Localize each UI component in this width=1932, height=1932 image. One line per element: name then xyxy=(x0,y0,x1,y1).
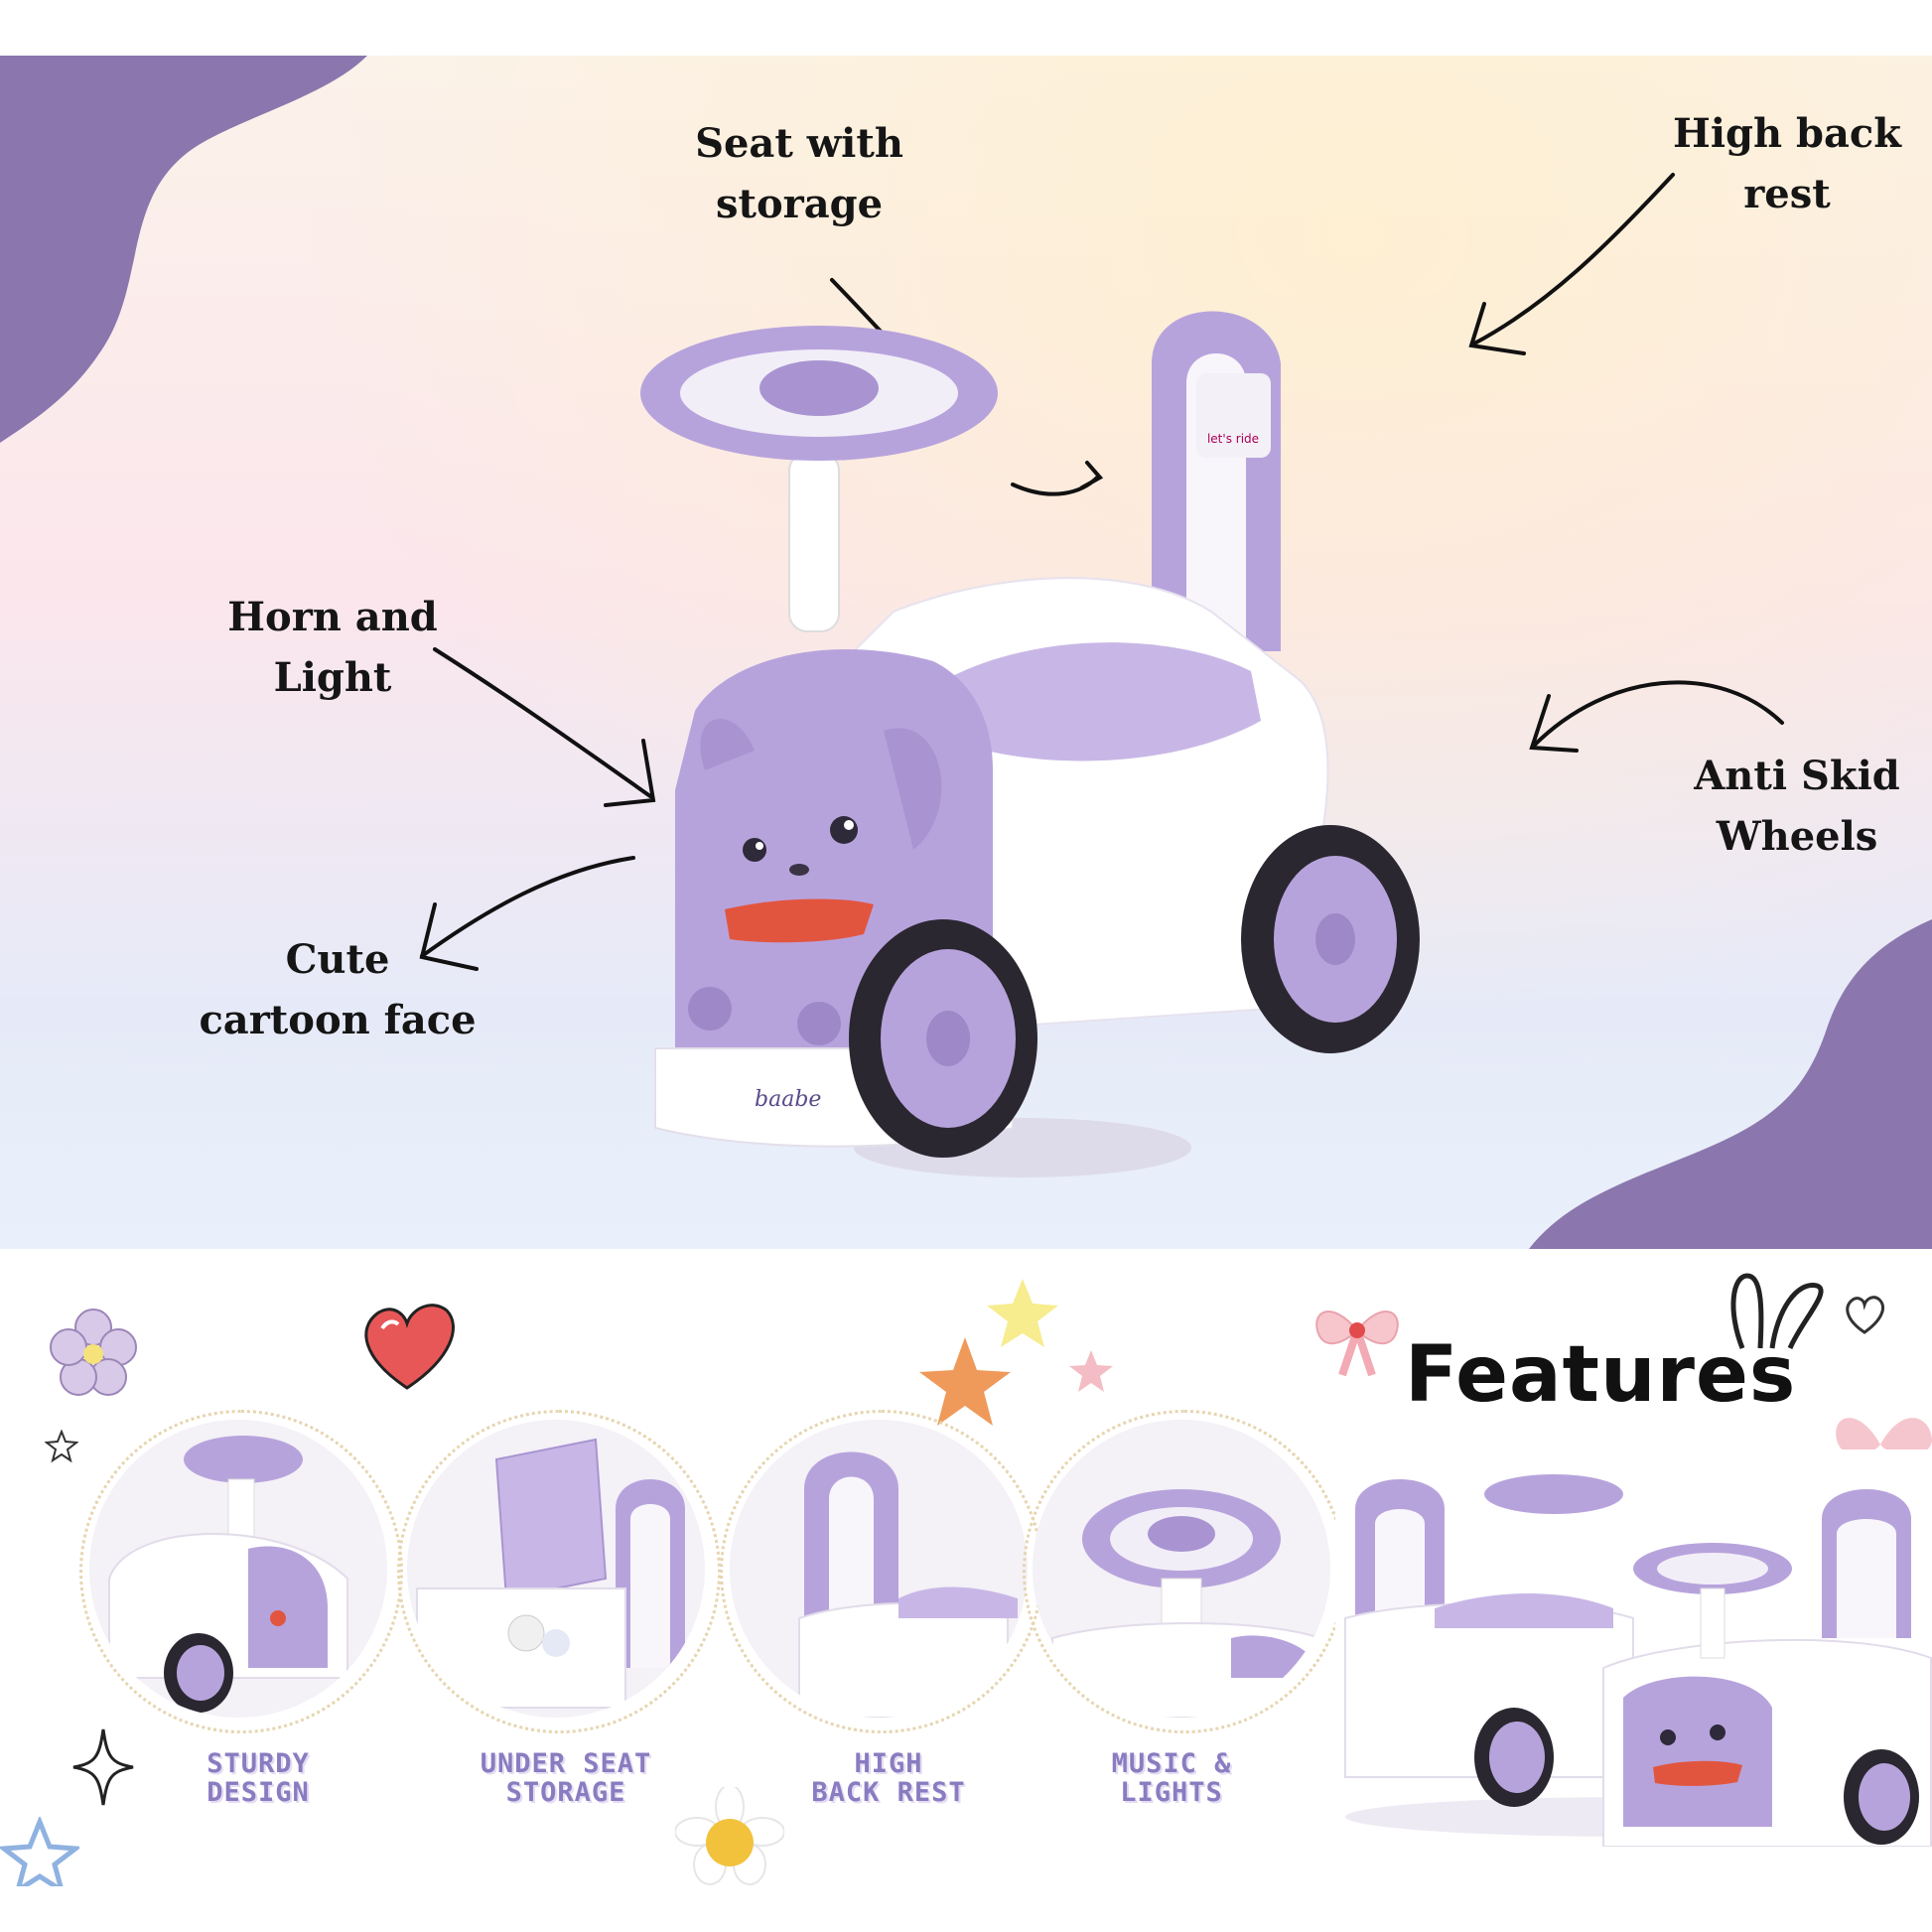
callout-seat-with-storage: Seat with storage xyxy=(695,120,903,227)
star-icon-pink xyxy=(1069,1350,1113,1392)
two-cars-product-image xyxy=(1335,1449,1932,1847)
hero-panel: let's ride baabe xyxy=(0,56,1932,1249)
caption-sturdy-design: STURDY DESIGN xyxy=(207,1748,310,1808)
thumb-ring-2 xyxy=(397,1410,721,1733)
ride-on-car-image: let's ride baabe xyxy=(640,311,1420,1177)
small-heart-outline-icon xyxy=(1846,1296,1884,1334)
thumb-sturdy-design xyxy=(89,1420,387,1718)
callout-high-back-rest: High back rest xyxy=(1673,110,1901,217)
flower-icon xyxy=(50,1309,137,1396)
brand-mark: baabe xyxy=(755,1087,821,1112)
features-title: Features xyxy=(1405,1330,1797,1420)
star-icon-yellow xyxy=(987,1279,1058,1347)
callout-anti-skid-wheels: Anti Skid Wheels xyxy=(1694,753,1900,860)
heart-icon xyxy=(364,1304,455,1390)
bottom-right-blob xyxy=(1529,919,1932,1249)
blue-star-outline-icon xyxy=(0,1817,79,1886)
callout-cute-cartoon-face: Cute cartoon face xyxy=(199,936,477,1043)
daisy-icon xyxy=(675,1787,784,1885)
caption-music-lights: MUSIC & LIGHTS xyxy=(1111,1748,1232,1808)
bunny-ears-icon xyxy=(1730,1273,1824,1350)
small-star-outline-icon xyxy=(45,1430,78,1463)
callout-horn-and-light: Horn and Light xyxy=(227,594,438,701)
caption-high-back-rest: HIGH BACK REST xyxy=(811,1748,966,1808)
car-front-thumbnail xyxy=(108,1436,348,1713)
backrest-thumbnail xyxy=(798,1451,1018,1718)
backrest-label: let's ride xyxy=(1207,432,1259,446)
steering-wheel-thumbnail xyxy=(1051,1489,1321,1718)
star-icon-orange xyxy=(919,1337,1011,1426)
butterfly-icon xyxy=(1836,1418,1932,1455)
thumb-high-back-rest xyxy=(730,1420,1028,1718)
bow-icon xyxy=(1315,1311,1399,1377)
top-left-blob xyxy=(0,56,367,443)
thumb-under-seat-storage xyxy=(407,1420,705,1718)
sparkle-icon xyxy=(72,1728,134,1806)
thumb-music-lights xyxy=(1033,1420,1330,1718)
caption-under-seat-storage: UNDER SEAT STORAGE xyxy=(480,1748,652,1808)
open-seat-thumbnail xyxy=(416,1438,685,1709)
